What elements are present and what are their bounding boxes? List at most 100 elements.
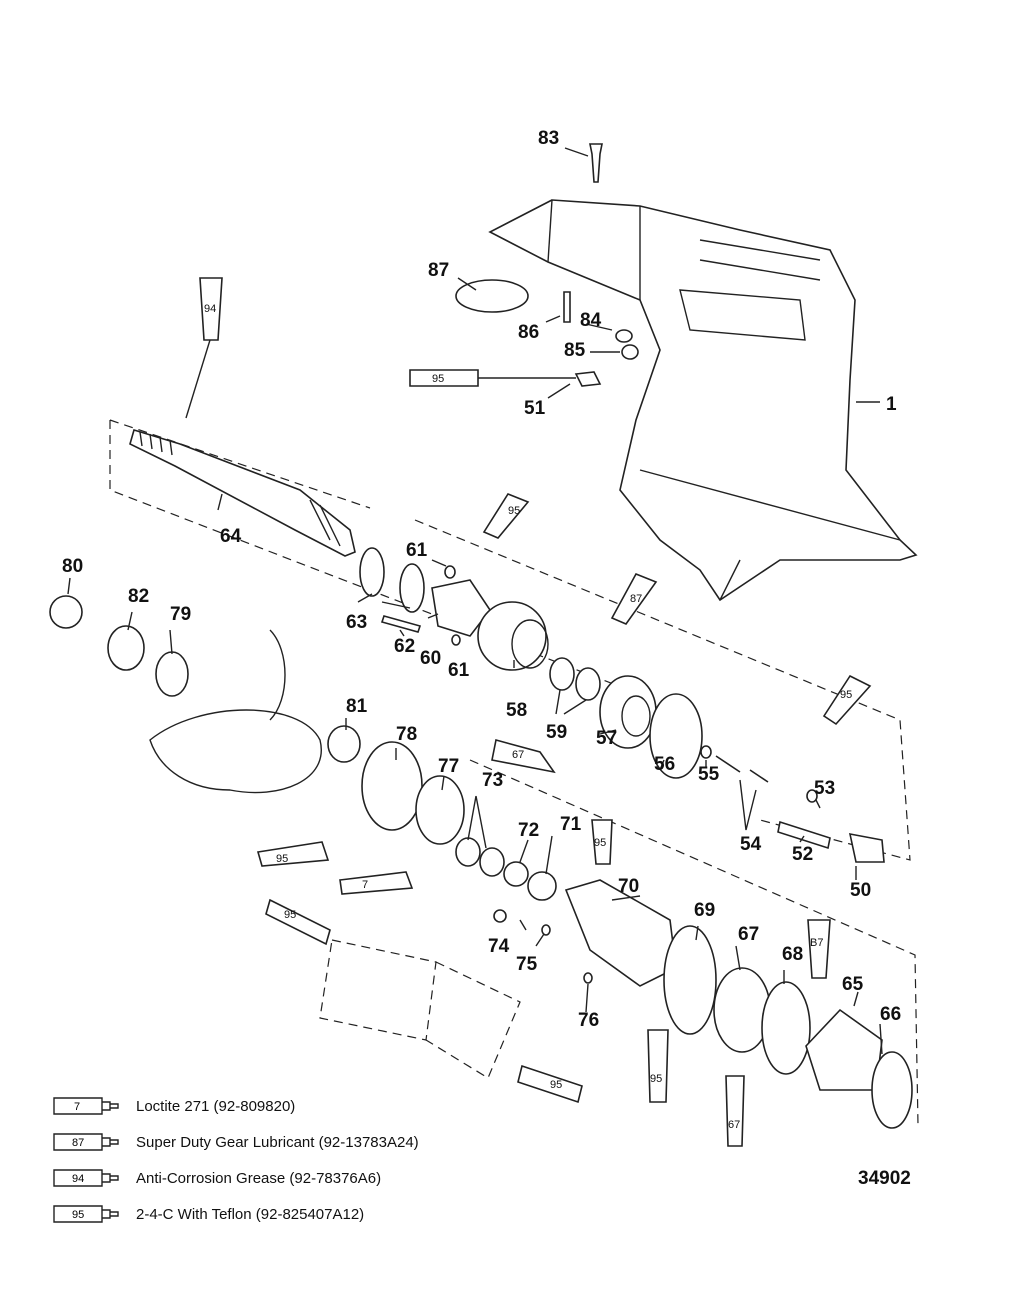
lubricant-legend: 7 Loctite 271 (92-809820) 87 Super Duty … (52, 1088, 572, 1232)
bracket-51 (574, 371, 602, 387)
thrust-hub-82 (107, 625, 145, 671)
legend-text: Anti-Corrosion Grease (92-78376A6) (136, 1169, 382, 1187)
legend-text: 2-4-C With Teflon (92-825407A12) (136, 1205, 365, 1223)
shift-pin-52 (777, 820, 831, 850)
callout-79: 79 (170, 604, 191, 625)
tube-label-t1: 94 (204, 303, 216, 315)
callout-58: 58 (506, 700, 527, 721)
roller-bearing-59a (549, 657, 575, 691)
tube-label-t3: 95 (508, 505, 520, 517)
ball-55 (700, 745, 712, 759)
bearing-78 (361, 741, 423, 831)
ring-72 (503, 861, 529, 887)
assembly-outline-upper (109, 419, 656, 701)
callout-55: 55 (698, 764, 720, 785)
anode-87 (455, 279, 529, 313)
tube-67-low (725, 1075, 745, 1147)
pin-62 (380, 615, 422, 633)
tube-label-t5: 95 (840, 689, 852, 701)
legend-row: 95 2-4-C With Teflon (92-825407A12) (52, 1196, 572, 1232)
propeller-shaft (129, 428, 356, 557)
legend-row: 87 Super Duty Gear Lubricant (92-13783A2… (52, 1124, 572, 1160)
callout-50: 50 (850, 880, 871, 901)
callout-86: 86 (518, 322, 539, 343)
callout-63: 63 (346, 612, 367, 633)
sleeve-63a (359, 547, 385, 597)
washer-75 (541, 924, 551, 936)
tube-95-vert (591, 819, 613, 865)
ball-61 (444, 565, 456, 579)
callout-73: 73 (482, 770, 503, 791)
key-76 (583, 972, 593, 984)
callout-62: 62 (394, 636, 415, 657)
tube-95-bottom (517, 1064, 583, 1104)
tube-95-right (822, 674, 872, 726)
callout-57: 57 (596, 728, 617, 749)
propeller (149, 629, 322, 794)
o-ring-56 (649, 693, 703, 779)
screw-74 (493, 909, 507, 923)
tube-labels: 94 95 95 87 95 67 95 95 7 95 B7 95 95 67 (204, 303, 852, 1131)
roller-bearing-59b (575, 667, 601, 701)
nut-85 (621, 344, 639, 360)
reverse-gear-65 (805, 1008, 883, 1091)
callout-61b: 61 (448, 660, 470, 681)
callout-76: 76 (578, 1010, 599, 1031)
callout-80: 80 (62, 556, 83, 577)
callout-78: 78 (396, 724, 417, 745)
svg-text:94: 94 (72, 1173, 84, 1185)
tube-icon: 87 (53, 1133, 119, 1151)
seal-73a (455, 837, 481, 867)
tube-7 (339, 871, 414, 895)
seal-73b (479, 847, 505, 877)
o-ring-69 (663, 925, 717, 1035)
callout-54: 54 (740, 834, 762, 855)
legend-text: Super Duty Gear Lubricant (92-13783A24) (136, 1133, 419, 1151)
tab-washer-79 (155, 651, 189, 697)
callout-56: 56 (654, 754, 675, 775)
tube-95-upper (482, 493, 530, 539)
tube-label-t7: 95 (594, 837, 606, 849)
tube-icon: 7 (53, 1097, 119, 1115)
bearing-71 (527, 871, 557, 901)
callout-69: 69 (694, 900, 715, 921)
callout-53: 53 (814, 778, 835, 799)
tube-b7 (807, 919, 831, 979)
tube-label-t6: 67 (512, 749, 524, 761)
svg-text:87: 87 (72, 1137, 84, 1149)
callout-83: 83 (538, 128, 559, 149)
tube-95-low (647, 1029, 669, 1103)
bearing-cup-67 (713, 967, 771, 1053)
nut-80 (49, 595, 83, 629)
tube-label-t14: 67 (728, 1119, 740, 1131)
retainer-77 (415, 775, 465, 845)
callout-60: 60 (420, 648, 441, 669)
cam-follower-50 (848, 832, 885, 863)
screw-86 (563, 291, 571, 323)
svg-text:95: 95 (72, 1209, 84, 1221)
legend-text: Loctite 271 (92-809820) (136, 1097, 296, 1115)
assembly-outline-right (414, 519, 911, 861)
legend-row: 7 Loctite 271 (92-809820) (52, 1088, 572, 1124)
callout-52: 52 (792, 844, 813, 865)
tube-95-diag (265, 898, 331, 946)
callout-77: 77 (438, 756, 459, 777)
callout-61a: 61 (406, 540, 428, 561)
tube-icon: 95 (53, 1205, 119, 1223)
callout-74: 74 (488, 936, 510, 957)
callout-87: 87 (428, 260, 449, 281)
tube-label-t2: 95 (432, 373, 444, 385)
callout-1: 1 (886, 394, 897, 415)
assembly-outline-lower (469, 759, 919, 1126)
gear-housing (488, 199, 918, 602)
spring-54a (715, 755, 741, 773)
tube-label-t13: 95 (650, 1073, 662, 1085)
callout-59: 59 (546, 722, 567, 743)
callout-51: 51 (524, 398, 546, 419)
nut-84 (615, 329, 633, 343)
lube-tubes (185, 277, 872, 1147)
figure-number: 34902 (858, 1168, 911, 1189)
bolt-83 (589, 143, 603, 183)
shim-68 (761, 981, 811, 1075)
